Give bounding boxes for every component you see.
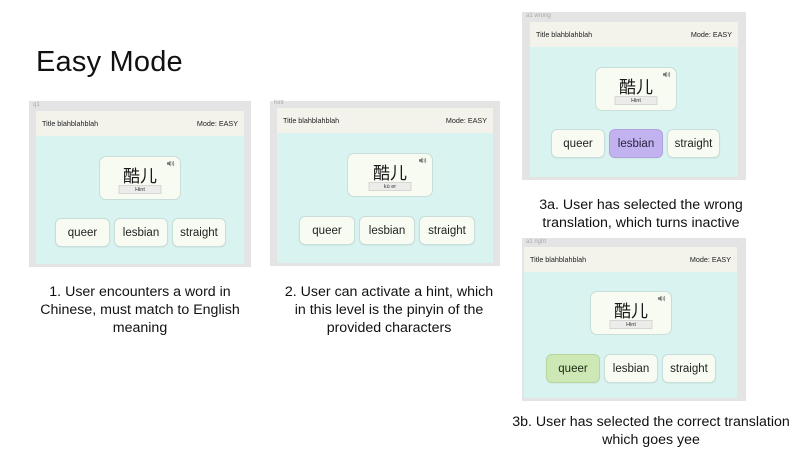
app-title: Title blahblahblah [536,30,593,39]
app-screen: Title blahblahblah Mode: EASY 酷儿 Hint qu… [36,111,244,264]
frame-label: hint [274,100,284,106]
answer-options: queer lesbian straight [55,218,226,247]
answer-queer[interactable]: queer [551,129,605,158]
speaker-icon[interactable] [658,295,666,302]
app-screen: Title blahblahblah Mode: EASY 酷儿 Hint qu… [530,22,738,177]
word-card: 酷儿 Hint [590,291,672,335]
word-card: 酷儿 Hint [595,67,677,111]
mode-label: Mode: EASY [196,119,238,128]
hint-button[interactable]: Hint [609,320,653,329]
chinese-word: 酷儿 [614,302,648,322]
speaker-icon[interactable] [663,71,671,78]
answer-straight[interactable]: straight [667,129,720,158]
word-card: 酷儿 kù er [347,153,433,197]
answer-lesbian-wrong: lesbian [609,129,663,158]
answer-queer[interactable]: queer [55,218,110,247]
answer-lesbian[interactable]: lesbian [604,354,658,383]
answer-options: queer lesbian straight [546,354,716,383]
answer-options: queer lesbian straight [299,216,475,245]
caption-step-3b: 3b. User has selected the correct transl… [512,414,790,448]
frame-label: q1 [33,102,40,108]
page-title: Easy Mode [36,46,183,78]
answer-straight[interactable]: straight [172,218,226,247]
chinese-word: 酷儿 [373,164,407,184]
chinese-word: 酷儿 [123,167,157,187]
answer-straight[interactable]: straight [419,216,475,245]
answer-lesbian[interactable]: lesbian [359,216,415,245]
frame-a1-right: a1 right Title blahblahblah Mode: EASY 酷… [522,238,746,401]
word-card: 酷儿 Hint [99,156,181,200]
pinyin-hint: kù er [368,182,412,191]
answer-options: queer lesbian straight [551,129,720,158]
mode-label: Mode: EASY [689,255,731,264]
app-header: Title blahblahblah Mode: EASY [524,247,737,272]
app-title: Title blahblahblah [283,116,340,125]
answer-queer-correct: queer [546,354,600,383]
caption-step-3a: 3a. User has selected the wrong translat… [539,197,743,231]
app-title: Title blahblahblah [42,119,99,128]
frame-label: a1 wrong [526,13,551,19]
app-header: Title blahblahblah Mode: EASY [36,111,244,136]
chinese-word: 酷儿 [619,78,653,98]
frame-label: a1 right [526,239,547,245]
hint-button[interactable]: Hint [614,96,658,105]
caption-step-2: 2. User can activate a hint, which in th… [284,284,494,336]
answer-lesbian[interactable]: lesbian [114,218,168,247]
caption-step-1: 1. User encounters a word in Chinese, mu… [40,284,240,336]
frame-hint: hint Title blahblahblah Mode: EASY 酷儿 kù… [270,100,500,266]
app-screen: Title blahblahblah Mode: EASY 酷儿 Hint qu… [524,247,737,398]
app-title: Title blahblahblah [530,255,587,264]
mode-label: Mode: EASY [445,116,487,125]
speaker-icon[interactable] [167,160,175,167]
hint-button[interactable]: Hint [118,185,162,194]
mode-label: Mode: EASY [690,30,732,39]
answer-queer[interactable]: queer [299,216,355,245]
answer-straight[interactable]: straight [662,354,716,383]
speaker-icon[interactable] [419,157,427,164]
frame-q1: q1 Title blahblahblah Mode: EASY 酷儿 Hint… [29,101,251,267]
frame-a1-wrong: a1 wrong Title blahblahblah Mode: EASY 酷… [522,12,746,180]
app-header: Title blahblahblah Mode: EASY [530,22,738,47]
app-screen: Title blahblahblah Mode: EASY 酷儿 kù er q… [277,108,493,263]
app-header: Title blahblahblah Mode: EASY [277,108,493,133]
